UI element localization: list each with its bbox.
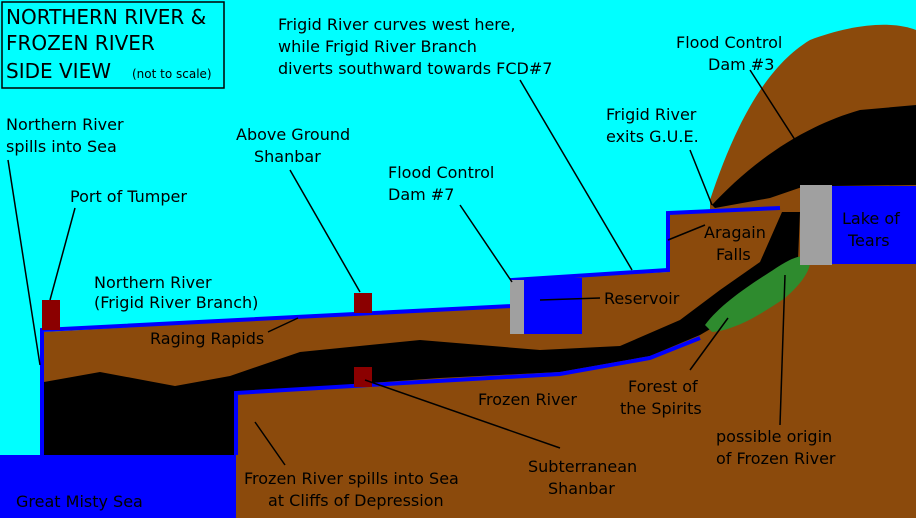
pointer-aragain xyxy=(667,224,706,241)
reservoir-water xyxy=(522,278,582,334)
label-forest-2: the Spirits xyxy=(620,399,702,418)
pointer-dam3 xyxy=(749,69,809,161)
label-northern-spills-2: spills into Sea xyxy=(6,137,117,156)
label-frozen-spills-1: Frozen River spills into Sea xyxy=(244,469,459,488)
label-lake-1: Lake of xyxy=(842,209,900,228)
label-above-shanbar-2: Shanbar xyxy=(254,147,321,166)
label-port: Port of Tumper xyxy=(70,187,187,206)
label-origin-2: of Frozen River xyxy=(716,449,836,468)
pointer-frozen-spills xyxy=(254,421,286,466)
hill-cave xyxy=(712,105,916,208)
pointer-dam7 xyxy=(459,204,513,283)
label-lake-2: Tears xyxy=(847,231,890,250)
frozen-river-line xyxy=(234,336,701,455)
label-dam3-2: Dam #3 xyxy=(708,55,774,74)
label-sub-shanbar-1: Subterranean xyxy=(528,457,637,476)
label-dam7-1: Flood Control xyxy=(388,163,494,182)
pointer-frigid-curves xyxy=(519,79,633,271)
label-northern-river-2: (Frigid River Branch) xyxy=(94,293,258,312)
title-line-1: NORTHERN RIVER & xyxy=(6,5,206,29)
lake-of-tears xyxy=(832,186,916,264)
pointer-sub-shanbar xyxy=(364,379,561,449)
label-sea: Great Misty Sea xyxy=(16,492,143,511)
label-frigid-exits-2: exits G.U.E. xyxy=(606,127,699,146)
above-ground-shanbar-marker xyxy=(354,293,372,313)
label-northern-spills-1: Northern River xyxy=(6,115,124,134)
label-frigid-curves-2: while Frigid River Branch xyxy=(278,37,477,56)
label-origin-1: possible origin xyxy=(716,427,832,446)
pointer-frigid-exits xyxy=(689,149,713,206)
label-northern-river-1: Northern River xyxy=(94,273,212,292)
title-line-2: FROZEN RIVER xyxy=(6,31,155,55)
label-sub-shanbar-2: Shanbar xyxy=(548,479,615,498)
pointer-reservoir xyxy=(539,297,601,301)
title-box xyxy=(1,1,225,89)
flood-control-dam-7 xyxy=(510,280,524,334)
pointer-port xyxy=(49,207,76,301)
label-dam7-2: Dam #7 xyxy=(388,185,454,204)
pointer-origin xyxy=(779,274,786,426)
label-frozen-river: Frozen River xyxy=(478,390,577,409)
pointer-above-shanbar xyxy=(289,169,361,293)
port-of-tumper-marker xyxy=(42,300,60,330)
label-reservoir: Reservoir xyxy=(604,289,680,308)
pointer-rapids xyxy=(267,317,299,333)
pointer-forest xyxy=(689,317,729,371)
label-frozen-spills-2: at Cliffs of Depression xyxy=(268,491,444,510)
label-above-shanbar-1: Above Ground xyxy=(236,125,350,144)
label-frigid-curves-1: Frigid River curves west here, xyxy=(278,15,515,34)
subterranean-shanbar-marker xyxy=(354,367,372,387)
flood-control-dam-3 xyxy=(800,185,832,265)
label-aragain-1: Aragain xyxy=(704,223,766,242)
title-line-3: SIDE VIEW xyxy=(6,59,111,83)
lower-cave xyxy=(44,212,800,455)
pointer-northern-spills xyxy=(7,159,41,366)
label-frigid-curves-3: diverts southward towards FCD#7 xyxy=(278,59,552,78)
label-frigid-exits-1: Frigid River xyxy=(606,105,697,124)
label-dam3-1: Flood Control xyxy=(676,33,782,52)
forest-of-spirits xyxy=(705,256,811,332)
label-aragain-2: Falls xyxy=(716,245,751,264)
title-note: (not to scale) xyxy=(132,67,212,81)
great-misty-sea xyxy=(0,455,236,518)
label-forest-1: Forest of xyxy=(628,377,698,396)
label-rapids: Raging Rapids xyxy=(150,329,264,348)
